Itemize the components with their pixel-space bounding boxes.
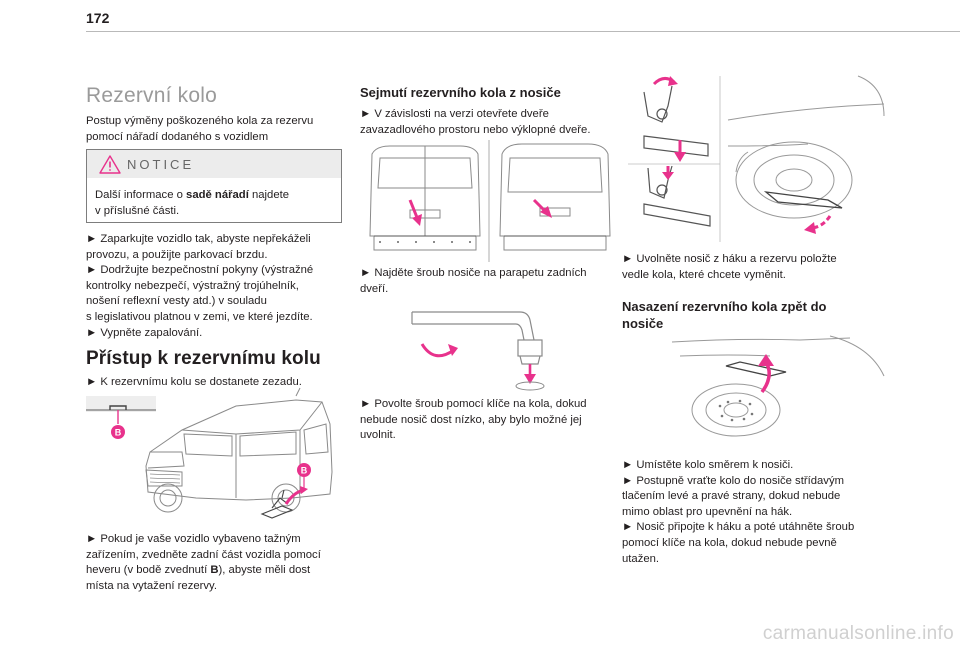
preparation-steps: ► Zaparkujte vozidlo tak, abyste nepřeká… [86, 232, 348, 341]
notice-text: Další informace o sadě nářadí najdete v … [95, 188, 335, 219]
notice-bold-tool-kit: sadě nářadí [186, 189, 249, 201]
towbar-text-part: ), abyste měli dost [218, 564, 311, 577]
van-jack-illustration: B B [86, 387, 333, 519]
step-line: ► Umístěte kolo směrem k nosiči. [622, 459, 794, 471]
section-title-access: Přístup k rezervnímu kolu [86, 348, 321, 369]
removal-step-1: ► V závislosti na verzi otevřete dveře z… [360, 107, 620, 138]
section-title-removal: Sejmutí rezervního kola z nosiče [360, 85, 561, 100]
access-text: ► K rezervnímu kolu se dostanete zezadu. [86, 376, 302, 388]
notice-title: NOTICE [127, 157, 195, 172]
heading-line: nosiče [622, 316, 664, 331]
notice-text-part: Další informace o [95, 189, 187, 201]
refit-steps: ► Umístěte kolo směrem k nosiči. ► Postu… [622, 458, 887, 567]
removal-step-3: ► Povolte šroub pomocí klíče na kola, do… [360, 397, 620, 444]
step-line: zavazadlového prostoru nebo výklopné dve… [360, 123, 591, 136]
step-line: ► Postupně vraťte kolo do nosiče střídav… [622, 474, 845, 487]
towbar-line: zařízením, zvedněte zadní část vozidla p… [86, 548, 321, 561]
towbar-line: místa na vytažení rezervy. [86, 579, 218, 592]
step-line: ► Nosič připojte k háku a poté utáhněte … [622, 521, 855, 534]
intro-line: Postup výměny poškozeného kola za rezerv… [86, 115, 314, 127]
step-line: ► Zaparkujte vozidlo tak, abyste nepřeká… [86, 233, 311, 245]
intro-text: Postup výměny poškozeného kola za rezerv… [86, 114, 346, 145]
section-title-spare-wheel: Rezervní kolo [86, 84, 217, 107]
carrier-hook-illustration [628, 75, 885, 242]
notice-box: NOTICE Další informace o sadě nářadí naj… [86, 149, 342, 223]
heading-line: Nasazení rezervního kola zpět do [622, 299, 827, 314]
warning-triangle-icon [99, 155, 121, 174]
step-line: dveří. [360, 282, 389, 295]
step-line: nošení reflexní vesty atd.) v souladu [86, 295, 267, 308]
section-title-refit: Nasazení rezervního kola zpět do nosiče [622, 298, 887, 332]
step-line: tlačením levé a pravé strany, dokud nebu… [622, 490, 841, 503]
step-line: ► Povolte šroub pomocí klíče na kola, do… [360, 398, 587, 410]
towbar-text-part: heveru (v bodě zvednutí [86, 564, 211, 577]
removal-step-4: ► Uvolněte nosič z háku a rezervu položt… [622, 252, 887, 283]
header-rule [86, 31, 960, 32]
step-line: utažen. [622, 552, 660, 565]
towbar-bold-point: B [210, 564, 219, 577]
notice-text-part: najdete [248, 189, 290, 201]
wheel-wrench-illustration [411, 311, 545, 391]
watermark: carmanualsonline.info [762, 623, 954, 644]
towbar-text: ► Pokud je vaše vozidlo vybaveno tažným … [86, 532, 348, 594]
step-line: ► V závislosti na verzi otevřete dveře [360, 108, 549, 120]
step-line: ► Uvolněte nosič z háku a rezervu položt… [622, 253, 837, 265]
step-line: kontrolky nebezpečí, výstražný trojúheln… [86, 279, 299, 292]
notice-header-band [87, 150, 341, 178]
step-line: nebude nosič dost nízko, aby bylo možné … [360, 413, 582, 426]
step-line: s legislativou platnou v zemi, ve které … [86, 310, 313, 323]
rear-doors-illustration [369, 140, 611, 262]
lifting-point-label: B [301, 466, 308, 476]
intro-line: pomocí nářadí dodaného s vozidlem [86, 130, 269, 143]
step-line: provozu, a použijte parkovací brzdu. [86, 248, 268, 261]
notice-text-line: v příslušné části. [95, 204, 180, 217]
step-line: ► Najděte šroub nosiče na parapetu zadní… [360, 267, 587, 279]
page-number: 172 [86, 10, 110, 26]
step-line: mimo oblast pro upevnění na hák. [622, 505, 793, 518]
towbar-line: ► Pokud je vaše vozidlo vybaveno tažným [86, 533, 301, 545]
step-line: ► Vypněte zapalování. [86, 326, 203, 339]
step-line: pomocí klíče na kola, dokud nebude pevně [622, 536, 837, 549]
removal-step-2: ► Najděte šroub nosiče na parapetu zadní… [360, 266, 620, 297]
step-line: ► Dodržujte bezpečnostní pokyny (výstraž… [86, 264, 314, 277]
lifting-point-label: B [115, 428, 122, 438]
step-line: uvolnit. [360, 429, 396, 442]
wheel-refit-illustration [671, 335, 885, 437]
step-line: vedle kola, které chcete vyměnit. [622, 268, 786, 281]
